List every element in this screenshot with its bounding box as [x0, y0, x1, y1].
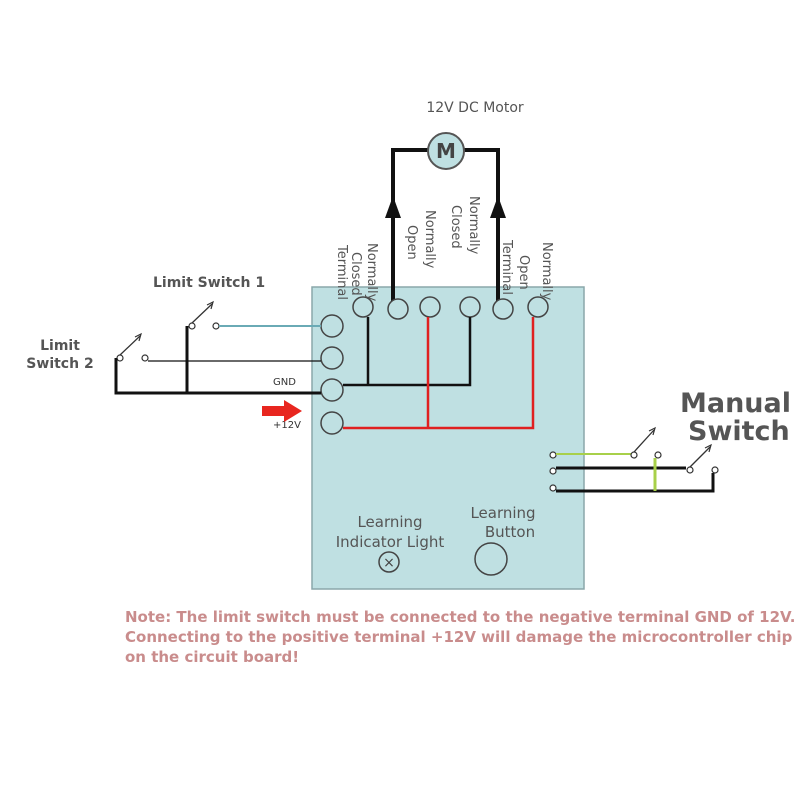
limit-switch-wiring [114, 300, 321, 395]
label-t3-normally: Normally [466, 196, 481, 255]
label-t2-open: Open [404, 225, 419, 260]
ground-bus [114, 358, 321, 395]
power-input-arrow [262, 400, 302, 422]
circuit-board [311, 286, 585, 590]
ls1-contact-a [188, 322, 196, 330]
label-t1-normally: Normally [364, 243, 379, 302]
label-t1-terminal: Terminal [334, 244, 349, 300]
ms-sw2-tip [704, 443, 712, 453]
learning-indicator-label-line1: Learning [357, 513, 422, 531]
terminal-limit-2 [320, 346, 344, 370]
motor-wire-left [391, 148, 428, 306]
limit-switch-2-label-line1: Limit [40, 338, 80, 354]
terminal-no-3 [527, 296, 549, 318]
limit-switch-1-label: Limit Switch 1 [153, 275, 265, 291]
warning-note: Note: The limit switch must be connected… [125, 608, 796, 666]
terminal-plus12v [320, 411, 344, 435]
ms-terminal-1 [549, 451, 557, 459]
label-t2-normally: Normally [422, 210, 437, 269]
top-terminals [352, 296, 549, 320]
learning-indicator-light [378, 551, 400, 573]
terminal-no-2 [459, 296, 481, 318]
ms-sw1-lever [633, 429, 655, 453]
left-terminals [320, 314, 344, 435]
ls1-tip [206, 300, 214, 310]
v12-to-no3 [343, 317, 535, 430]
motor-wires [391, 148, 500, 306]
motor-letter: M [436, 139, 456, 163]
learning-button-label-line2: Button [485, 523, 535, 541]
ms-sw1-b [654, 451, 662, 459]
manual-switch-wiring [549, 426, 719, 493]
ms-black-bottom [556, 473, 715, 493]
ms-sw2-lever [689, 446, 711, 468]
label-t3-closed: Closed [448, 205, 463, 249]
ls1-lever [191, 303, 213, 324]
ms-terminal-3 [549, 484, 557, 492]
ls2-lever [119, 335, 141, 356]
ms-terminal-2 [549, 467, 557, 475]
gnd-to-nc2 [343, 317, 472, 387]
terminal-com [492, 298, 514, 320]
manual-switch-label-line2: Switch [688, 416, 790, 447]
label-t5-open: Open [516, 255, 531, 290]
label-t4-terminal: Terminal [499, 239, 514, 295]
plus12v-label: +12V [273, 420, 301, 431]
manual-switch-label-line1: Manual [680, 388, 791, 419]
motor-wire-right [463, 148, 500, 306]
terminal-nc-2 [419, 296, 441, 318]
board-wiring [343, 317, 535, 430]
ls2-contact-b [141, 354, 149, 362]
indicator-cross-icon: × [383, 555, 395, 571]
learning-indicator-label-line2: Indicator Light [336, 533, 445, 551]
terminal-labels: Terminal Closed Normally Open Normally C… [334, 196, 554, 302]
ls1-contact-b [212, 322, 220, 330]
terminal-nc-1 [352, 296, 374, 318]
ls2-contact-a [116, 354, 124, 362]
terminal-no-1 [387, 298, 409, 320]
ms-sw1-a [630, 451, 638, 459]
ms-sw2-b [711, 466, 719, 474]
arrow-up-right [490, 196, 506, 218]
ms-sw1-tip [648, 426, 656, 436]
label-t5-normally: Normally [539, 242, 554, 301]
label-t1-closed: Closed [348, 252, 363, 296]
limit-switch-2-label-line2: Switch 2 [26, 356, 93, 372]
ls2-tip [134, 332, 142, 342]
ms-sw2-a [686, 466, 694, 474]
motor-title: 12V DC Motor [426, 100, 524, 116]
motor-symbol [427, 132, 465, 170]
arrow-up-left [385, 196, 401, 218]
terminal-gnd [320, 378, 344, 402]
learning-button[interactable] [474, 542, 508, 576]
gnd-label: GND [273, 377, 296, 388]
learning-button-label-line1: Learning [470, 504, 535, 522]
terminal-limit-1 [320, 314, 344, 338]
